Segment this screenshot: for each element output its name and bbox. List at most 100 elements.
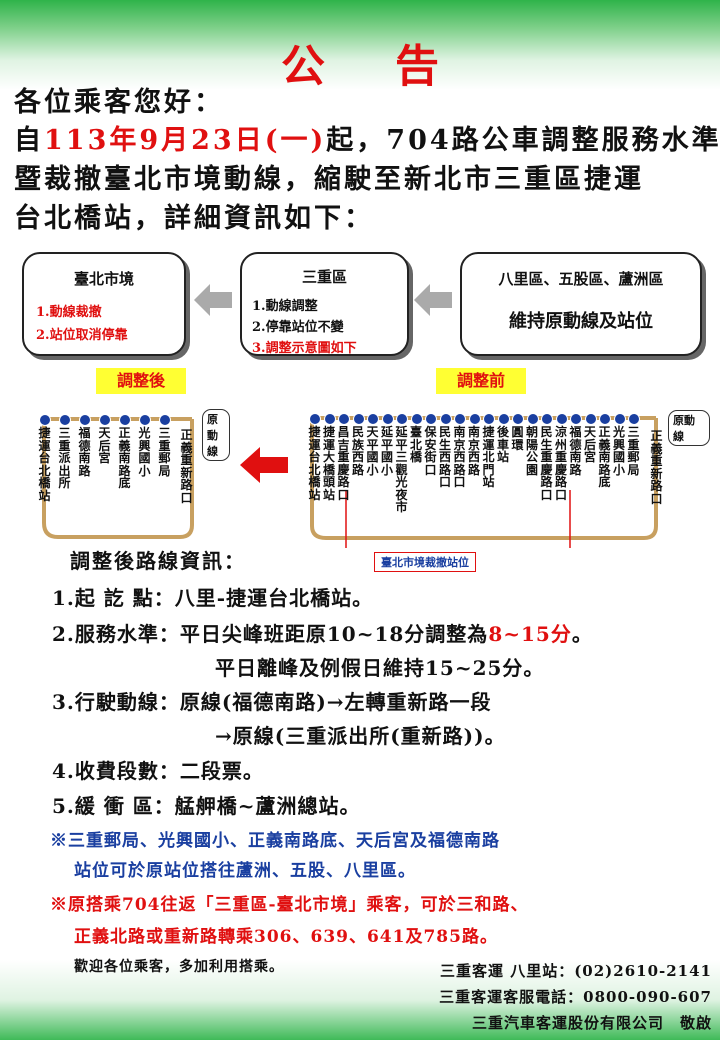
before-stop-marker [410,413,423,425]
before-stop-marker [396,413,408,425]
box-taipei-line1: 1.動線裁撤 [36,305,102,320]
note-red-2: 正義北路或重新路轉乘306、639、641及785路。 [74,927,498,947]
intro-line-3: 台北橋站，詳細資訊如下： [14,203,374,234]
after-stop-label: 三重派出所 [58,426,71,490]
before-stop-label: 捷運北門站 [482,425,495,489]
before-stop-label: 民生西路口 [438,425,451,489]
before-stop-marker [352,413,365,425]
before-stop-marker [367,413,379,425]
before-stop-label: 光興國小 [612,425,625,477]
label-before: 調整前 [436,368,526,394]
before-stop-marker [526,413,539,425]
before-stop-label: 圓環 [511,425,524,452]
info-route: 3.行駛動線：原線(福德南路)→左轉重新路一段 [52,690,492,714]
before-stop-label: 捷運台北橋站 [308,425,321,502]
before-stop-label: 臺北橋 [409,425,422,464]
arrow-bar-1 [210,292,232,308]
box-sanchong-title: 三重區 [301,268,347,286]
before-stop-label: 正義南路底 [598,425,611,489]
before-stop-marker [555,413,568,425]
after-stop-label: 三重郵局 [158,426,171,478]
box-taipei: 臺北市境 1.動線裁撤 2.站位取消停靠 [22,252,186,356]
info-service-cont: 平日離峰及例假日維持15~25分。 [215,656,545,680]
before-stop-marker [425,413,437,425]
info-route-cont: →原線(三重派出所(重新路))。 [215,724,506,748]
before-stop-marker [468,413,481,425]
note-blue-2: 站位可於原站位搭往蘆洲、五股、八里區。 [74,861,416,881]
after-route-map: 捷運台北橋站三重派出所福德南路天后宮正義南路底光興國小三重郵局 原動線 正義重新… [30,405,230,545]
info-buffer: 5.緩 衝 區：艋舺橋~蘆洲總站。 [52,794,361,818]
before-stop-label: 民族西路 [351,425,364,477]
info-service-c: 。 [571,622,593,646]
before-stop-label: 朝陽公園 [525,425,538,477]
after-stop-label: 光興國小 [138,426,151,478]
before-stop-marker [599,413,611,425]
after-end-stop: 正義重新路口 [180,428,193,505]
footer-hotline: 三重客運客服電話：0800-090-607 [439,988,712,1006]
after-stop-label: 正義南路底 [118,426,131,490]
info-endpoints: 1.起 訖 點：八里-捷運台北橋站。 [52,586,374,610]
after-stop-marker [99,414,111,426]
arrow-left-icon-2 [414,284,430,316]
red-arrow-left-icon [240,447,288,483]
before-stop-marker [338,413,350,425]
after-stop-marker [139,414,151,426]
box-bali-body: 維持原動線及站位 [509,311,653,332]
before-stop-marker [613,413,626,425]
before-badge: 原動線 [668,410,710,446]
after-stop-marker [79,414,91,426]
box-taipei-title: 臺北市境 [73,270,134,288]
before-stop-label: 南京西路口 [453,425,466,489]
intro-line-2: 暨裁撤臺北市境動線，縮駛至新北市三重區捷運 [14,164,644,195]
before-stop-marker [497,413,510,425]
box-bali: 八里區、五股區、蘆洲區 維持原動線及站位 [460,252,702,356]
intro-line-1: 自113年9月23日(一)起，704路公車調整服務水準 [14,118,720,157]
box-taipei-line2: 2.站位取消停靠 [36,328,128,343]
before-stop-label: 天后宮 [583,425,596,464]
before-stop-label: 後車站 [496,425,509,464]
after-stop-label: 捷運台北橋站 [38,426,51,503]
before-stop-label: 民生重慶路口 [540,425,553,502]
before-stop-marker [584,413,597,425]
before-stop-marker [570,413,582,425]
before-stop-marker [541,413,553,425]
after-stop-label: 天后宮 [98,426,111,465]
intro-prefix: 自 [14,125,44,156]
before-stop-label: 三重郵局 [627,425,640,477]
greeting: 各位乘客您好： [14,87,224,118]
before-stop-label: 涼州重慶路口 [554,425,567,502]
intro-rest: 起，704路公車調整服務水準 [326,125,720,156]
before-stop-label: 延平國小 [380,425,393,477]
before-stop-marker [483,413,495,425]
before-stop-label: 延平三觀光夜市 [395,425,408,514]
removed-stops-label: 臺北市境裁撤站位 [374,552,476,572]
after-stop-marker [39,414,51,426]
before-stop-label: 昌吉重慶路口 [337,425,350,502]
info-fare: 4.收費段數：二段票。 [52,759,264,783]
before-stop-label: 捷運大橋頭站 [322,425,335,502]
before-stop-marker [381,413,394,425]
info-service-new: 8~15分 [488,622,572,646]
info-heading: 調整後路線資訊： [70,549,246,573]
label-after: 調整後 [96,368,186,394]
box-bali-title: 八里區、五股區、蘆洲區 [498,270,664,288]
before-stop-label: 南京西路 [467,425,480,477]
footer-company: 三重汽車客運股份有限公司 敬啟 [471,1014,712,1032]
before-stop-label: 保安街口 [424,425,437,477]
before-stop-marker [628,413,640,425]
after-stop-marker [119,414,131,426]
before-stop-label: 福德南路 [569,425,582,477]
before-stop-marker [323,413,336,425]
box-sanchong-line3: 3.調整示意圖如下 [252,341,357,356]
box-sanchong-line2: 2.停靠站位不變 [252,320,344,335]
after-stop-marker [159,414,171,426]
before-stop-marker [309,413,321,425]
before-end-stop: 正義重新路口 [650,429,663,506]
box-sanchong: 三重區 1.動線調整 2.停靠站位不變 3.調整示意圖如下 [240,252,409,356]
welcome-text: 歡迎各位乘客，多加利用搭乘。 [74,959,284,975]
note-red-1: ※原搭乘704往返「三重區-臺北市境」乘客，可於三和路、 [50,895,529,915]
after-stop-label: 福德南路 [78,426,91,478]
before-stop-marker [512,413,524,425]
notice-title: 公告 [281,41,509,92]
after-stop-marker [59,414,71,426]
